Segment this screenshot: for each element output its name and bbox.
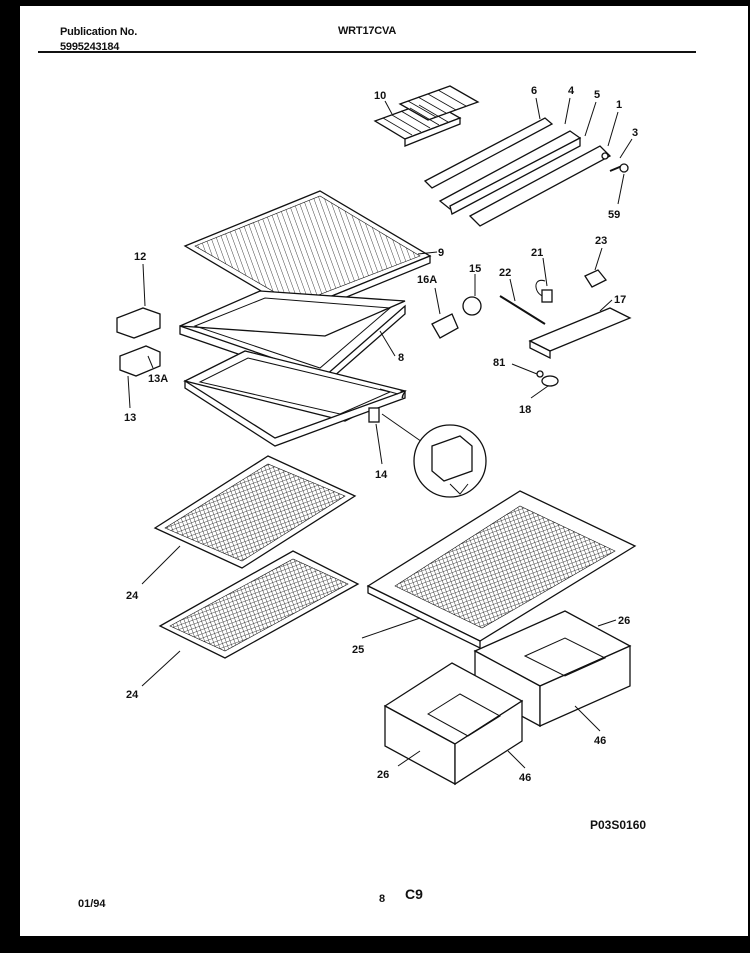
callout-17: 17 <box>614 294 626 306</box>
callout-21: 21 <box>531 247 543 259</box>
callout-15: 15 <box>469 263 481 275</box>
callout-23: 23 <box>595 235 607 247</box>
shelf-rails <box>423 117 629 227</box>
crisper-drawers <box>383 610 632 786</box>
header-rule <box>38 51 696 53</box>
drawing-reference: P03S0160 <box>590 818 647 832</box>
callout-13a: 13A <box>148 373 168 385</box>
callout-18: 18 <box>519 404 531 416</box>
callout-46-lower: 46 <box>519 772 531 784</box>
callout-4: 4 <box>568 85 575 97</box>
callout-3: 3 <box>632 127 638 139</box>
callout-5: 5 <box>594 89 600 101</box>
callout-10: 10 <box>374 90 386 102</box>
callout-81: 81 <box>493 357 505 369</box>
ice-trays <box>373 85 480 147</box>
callout-6: 6 <box>531 85 537 97</box>
page-code: C9 <box>405 886 423 902</box>
wire-shelves <box>153 455 360 659</box>
model-number: WRT17CVA <box>338 25 397 37</box>
callout-22: 22 <box>499 267 511 279</box>
callout-labels: 10 6 4 5 1 3 59 12 9 21 23 22 16A 15 17 … <box>124 85 638 784</box>
callout-1: 1 <box>616 99 622 111</box>
page-number: 8 <box>379 893 386 905</box>
callout-16a: 16A <box>417 274 437 286</box>
revision-date: 01/94 <box>78 898 106 910</box>
divider-panel <box>183 350 407 447</box>
callout-26-upper: 26 <box>618 615 630 627</box>
ice-bins <box>116 307 161 377</box>
leader-lines <box>127 97 633 769</box>
callout-24-upper: 24 <box>126 590 139 602</box>
callout-14: 14 <box>375 469 388 481</box>
callout-7: 7 <box>400 389 406 401</box>
callout-26-lower: 26 <box>377 769 389 781</box>
exploded-view-drawing: 10 6 4 5 1 3 59 12 9 21 23 22 16A 15 17 … <box>116 85 638 786</box>
thermostat <box>368 407 487 498</box>
diagram-sheet: Publication No. 5995243184 WRT17CVA <box>20 6 748 936</box>
callout-9: 9 <box>438 247 444 259</box>
publication-label: Publication No. <box>60 26 138 38</box>
callout-12: 12 <box>134 251 146 263</box>
light-and-control-parts <box>431 269 632 387</box>
callout-46-upper: 46 <box>594 735 606 747</box>
callout-25: 25 <box>352 644 364 656</box>
crisper-cover <box>366 490 637 650</box>
callout-8: 8 <box>398 352 404 364</box>
callout-59: 59 <box>608 209 620 221</box>
callout-24-lower: 24 <box>126 689 139 701</box>
callout-13: 13 <box>124 412 136 424</box>
publication-number: 5995243184 <box>60 41 120 53</box>
